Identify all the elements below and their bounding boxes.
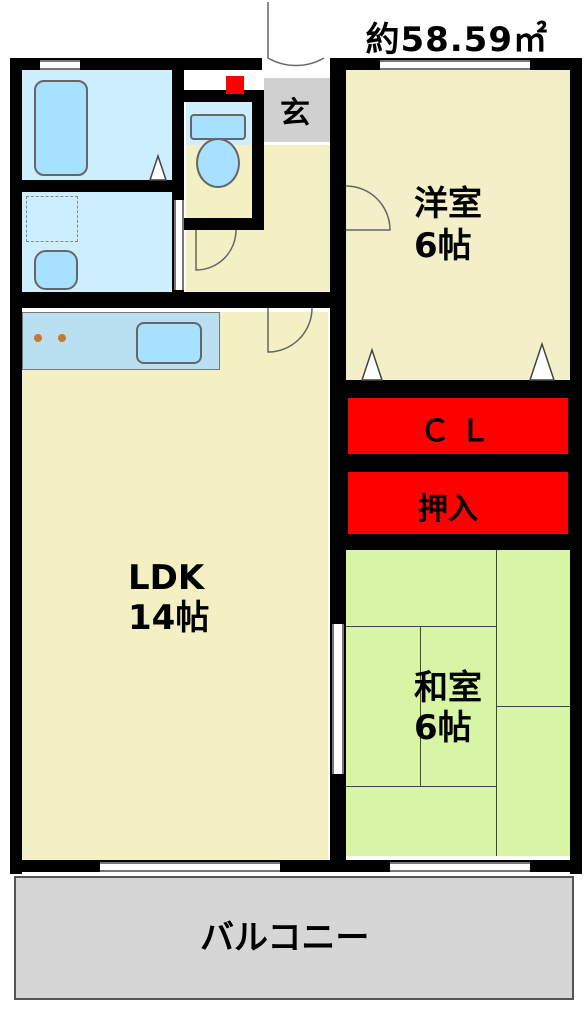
tatami-line [420,626,421,786]
stove-burner-icon [58,334,66,342]
japanese-room-floor [346,550,570,856]
toilet-bowl-icon [196,138,240,188]
window-ldk-bottom [100,862,280,872]
ldk-size: 14帖 [128,598,210,638]
balcony-label: バルコニー [200,918,370,958]
tatami-line [346,626,496,627]
ldk-name: LDK [128,558,205,598]
stove-burner-icon [34,334,42,342]
sliding-door-japanese [332,624,344,774]
wash-basin-icon [34,250,78,290]
tatami-line [496,550,497,856]
wall-outer-left [10,58,22,874]
wall-western-bottom [330,380,582,396]
western-room-size: 6帖 [414,226,472,266]
window-bath [40,60,80,70]
wall-bath-lower [10,292,346,308]
japanese-room-size: 6帖 [414,708,472,748]
closet-block [346,396,570,456]
floor-area-label: 約58.59㎡ [365,20,548,60]
tatami-line [346,786,496,787]
closet-label: ＣＬ [420,414,500,449]
entrance-label: 玄 [280,96,310,131]
window-western-top [380,60,530,70]
wall-toilet-right [252,90,264,224]
window-japanese-bottom [390,862,530,872]
toilet-tank-icon [190,114,246,140]
oshiire-label: 押入 [418,492,478,527]
balcony-floor [14,876,574,1000]
washer-space-icon [26,196,78,242]
wall-closet-divider [330,456,582,470]
tatami-line [496,706,570,707]
sliding-door-washroom [174,200,184,290]
ldk-floor [22,312,328,860]
japanese-room-name: 和室 [414,668,482,708]
wall-oshiire-bottom [330,536,582,550]
wall-toilet-bottom [172,218,264,230]
oshiire-block [346,470,570,536]
western-room-name: 洋室 [414,184,482,224]
kitchen-sink-icon [136,322,202,364]
bathtub-icon [34,80,88,176]
red-marker [226,76,244,94]
entrance-floor [264,78,330,142]
western-room-floor [346,70,570,382]
wall-bath-divider [22,180,174,192]
